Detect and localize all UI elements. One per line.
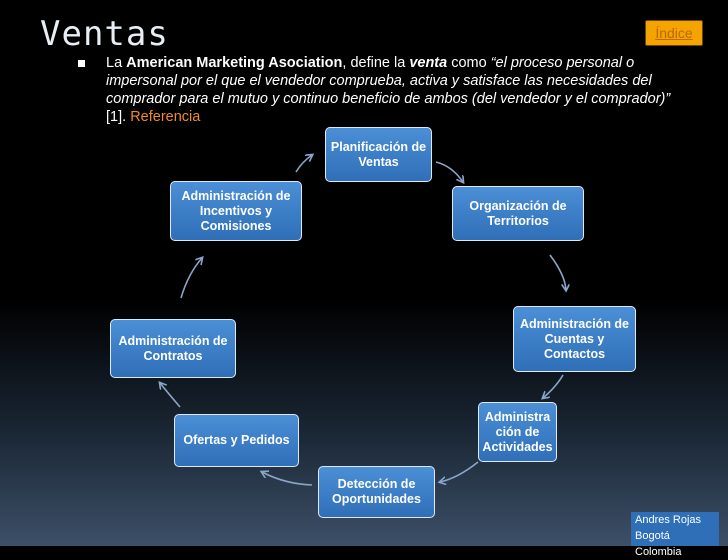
arrow-1: [435, 161, 463, 182]
arrow-6: [160, 383, 181, 408]
node-administracion-incentivos: Administración de Incentivos y Comisione…: [170, 181, 302, 241]
organization-name: American Marketing Asociation: [126, 55, 343, 71]
reference-link[interactable]: Referencia: [130, 109, 201, 125]
node-ofertas-pedidos: Ofertas y Pedidos: [174, 414, 299, 467]
definition-connector-2: como: [447, 55, 491, 71]
index-button[interactable]: Índice: [645, 20, 703, 46]
arrow-7: [180, 258, 202, 299]
definition-text: La American Marketing Asociation, define…: [106, 54, 688, 126]
node-organizacion-territorios: Organización de Territorios: [452, 186, 584, 241]
arrow-8: [295, 155, 312, 173]
node-administracion-contratos: Administración de Contratos: [110, 319, 236, 378]
author-name: Andres Rojas: [635, 514, 702, 526]
definition-prefix: La: [106, 55, 127, 71]
slide-title: Ventas: [40, 14, 169, 54]
defined-term: venta: [409, 55, 448, 71]
bullet-square-icon: [78, 60, 85, 67]
author-badge: Andres Rojas Bogotá Colombia: [631, 512, 719, 558]
arrow-4: [440, 461, 479, 482]
definition-quote: “el proceso personal o impersonal por el…: [106, 55, 671, 107]
definition-connector: , define la: [342, 55, 410, 71]
arrow-3: [543, 374, 564, 398]
cycle-arrows: [0, 0, 728, 486]
node-administracion-cuentas: Administración de Cuentas y Contactos: [513, 306, 636, 372]
definition-bullet: La American Marketing Asociation, define…: [78, 54, 688, 126]
node-deteccion-oportunidades: Detección de Oportunidades: [318, 466, 435, 518]
citation-marker: [1].: [106, 109, 131, 125]
node-planificacion-ventas: Planificación de Ventas: [325, 127, 432, 182]
author-location: Bogotá Colombia: [635, 530, 682, 558]
node-administracion-actividades: Administra ción de Actividades: [478, 402, 557, 462]
arrow-5: [262, 472, 313, 486]
arrow-2: [549, 254, 566, 290]
